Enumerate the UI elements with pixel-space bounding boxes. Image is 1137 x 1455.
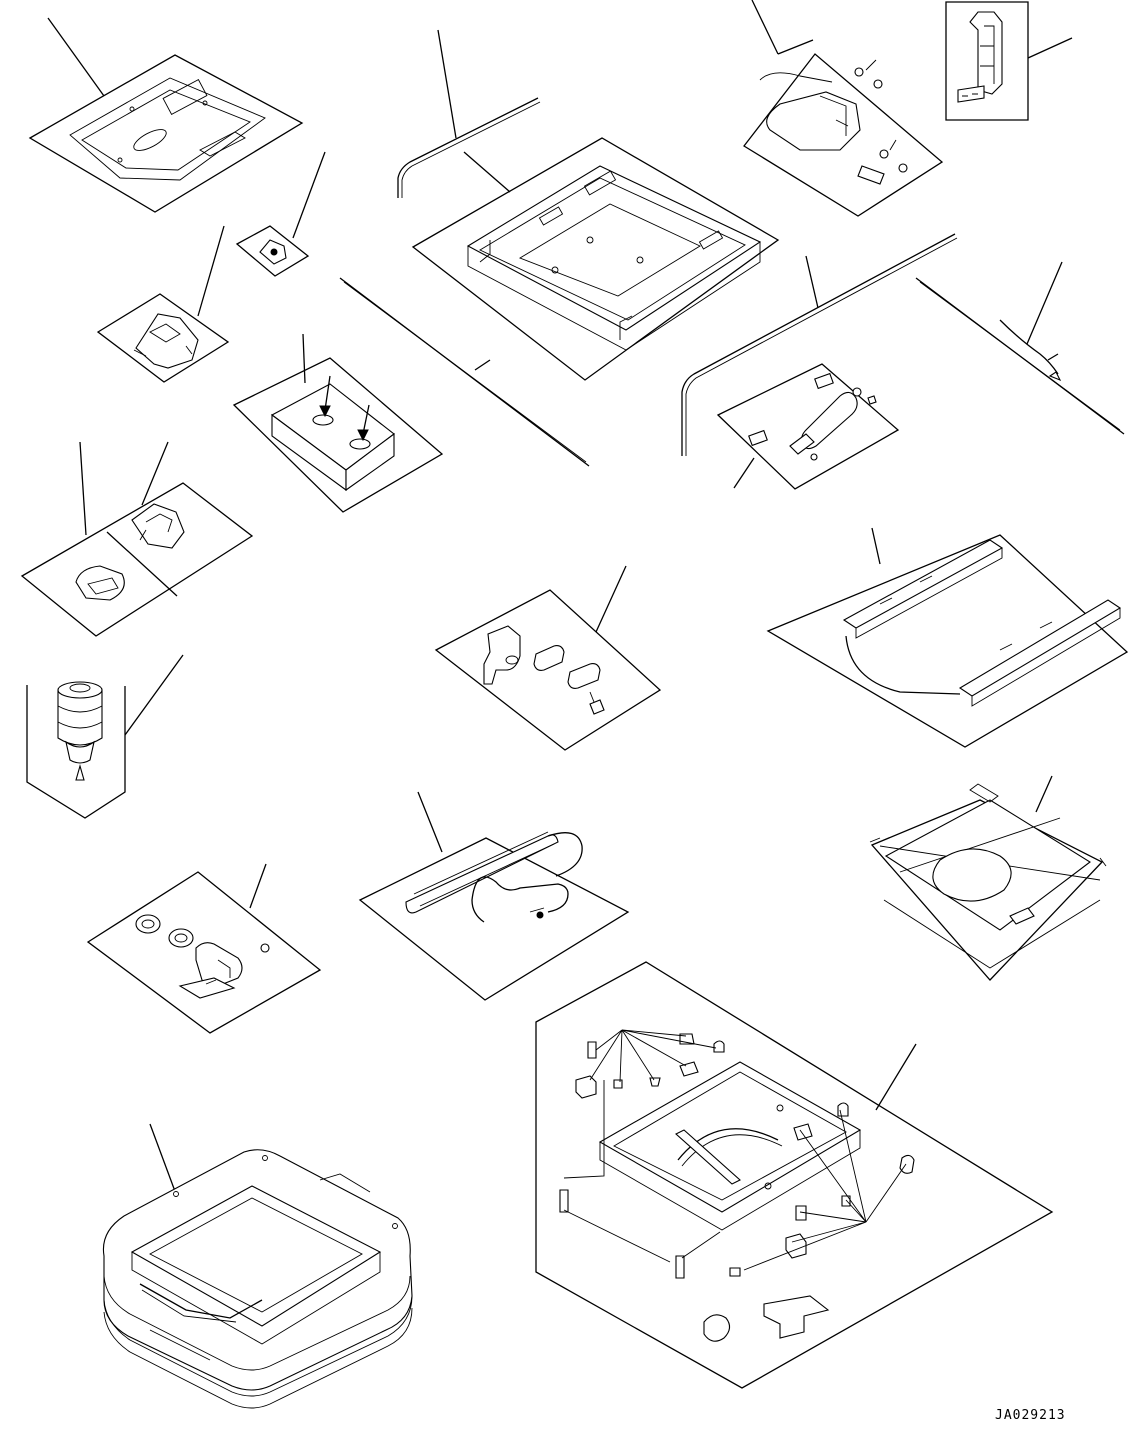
suspension-linkage (870, 776, 1106, 980)
clip (237, 152, 325, 276)
frame-hardware-kit (536, 962, 1052, 1388)
seat-pan-plate (30, 18, 302, 212)
knob-cylinder (27, 655, 183, 818)
gas-spring (360, 792, 628, 1000)
drawing-code: JA029213 (995, 1408, 1066, 1423)
seat-base-frame (413, 138, 778, 380)
bent-rod (682, 234, 957, 456)
lock-assembly (436, 566, 660, 750)
seat-cushion-shell (103, 1124, 412, 1408)
lever-assembly (744, 0, 942, 216)
mount-bracket (946, 2, 1072, 120)
pump-assembly (88, 864, 320, 1033)
cable (916, 262, 1124, 434)
knob-plates (22, 442, 252, 636)
lumbar-actuator (718, 364, 898, 489)
long-rod (340, 278, 589, 466)
slide-rail (768, 528, 1127, 747)
wire-rod-1 (398, 30, 540, 198)
block-with-arrows (234, 334, 442, 512)
hinge-bracket (98, 226, 228, 382)
